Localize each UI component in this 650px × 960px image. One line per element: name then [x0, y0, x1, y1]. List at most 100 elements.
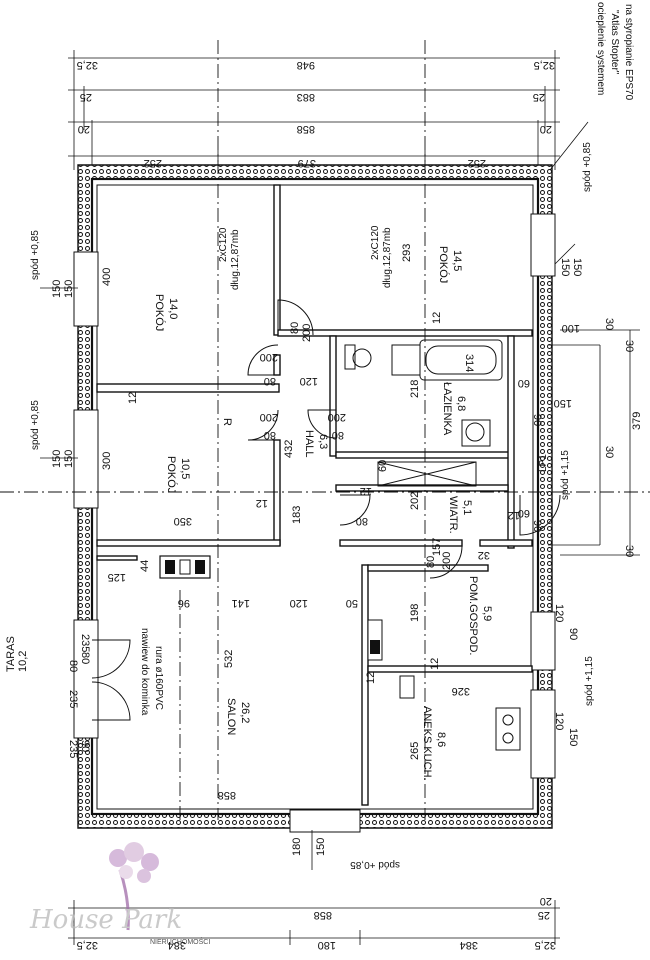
top-dimension-lines	[68, 50, 589, 171]
room-pokoj-1-name: POKÓJ	[153, 294, 166, 331]
dim-858: 858	[218, 789, 236, 801]
dim-bottom-corner-right: 32,5	[535, 939, 556, 951]
logo-sub: NIERUCHOMOŚCI	[150, 937, 210, 946]
dim-12g: 12	[365, 672, 377, 684]
dim-r: R	[221, 418, 233, 426]
right-d30b: 30	[623, 340, 635, 352]
dim-125: 125	[108, 571, 126, 583]
logo-brand: House Park	[29, 905, 182, 935]
room-taras-name: TARAS	[5, 636, 17, 672]
dim-edge-inner-left: 20	[78, 123, 90, 135]
dim-door-w: 180	[291, 838, 303, 856]
room-salon-area: 26,2	[239, 702, 251, 723]
dim-80a: 80	[289, 322, 301, 334]
right-d150: 150	[554, 397, 572, 409]
beam-labels: 2xC120 dług.12,87mb 2xC120 dług.12,87mb	[218, 225, 393, 290]
right-dims: spód +0,85 150 150 100 30 30 30 150 60 6…	[518, 142, 643, 747]
dim-96: 96	[178, 597, 190, 609]
dim-198: 198	[409, 604, 421, 622]
dim-432: 432	[283, 440, 295, 458]
house-park-logo: House Park NIERUCHOMOŚCI	[29, 842, 210, 946]
left-w-low-a: 235	[79, 634, 91, 652]
dim-edge-outer-left: 32,5	[77, 59, 98, 71]
right-lp: LP1	[538, 454, 549, 472]
dim-bottom-inner: 858	[314, 909, 332, 921]
dim-200d: 200	[328, 411, 346, 423]
left-dims: spód +0,85 150 150 spód +0,85 150 150 23…	[30, 230, 91, 759]
right-sill-mid: spód +1,15	[560, 450, 571, 500]
right-d60a: 60	[518, 377, 530, 389]
dim-edge-mid-right: 25	[533, 91, 545, 103]
right-d30d: 30	[603, 446, 615, 458]
dim-120a: 120	[300, 375, 318, 387]
right-w-top-b: 150	[571, 258, 583, 276]
dim-12a: 12	[127, 392, 139, 404]
left-w-low-d: 235	[67, 690, 79, 708]
dim-edge-inner-right: 20	[540, 123, 552, 135]
dim-12d: 12	[429, 658, 441, 670]
right-d30a: 30	[603, 318, 615, 330]
dim-532: 532	[223, 650, 235, 668]
note-line-2-wrap: "Atlas Stopter"	[609, 10, 620, 75]
chimney	[159, 555, 383, 661]
dim-200c: 200	[260, 411, 278, 423]
dim-326: 326	[452, 685, 470, 697]
insulation-note: ocieplenie systemem	[595, 2, 606, 95]
dim-seg-right: 252	[468, 157, 486, 169]
dim-120b: 120	[290, 597, 308, 609]
dim-12c: 12	[431, 312, 443, 324]
right-d100: 100	[562, 322, 580, 334]
dim-total-mid: 883	[297, 91, 315, 103]
room-lazienka-area: 6,8	[455, 396, 467, 411]
room-aneks-area: 8,6	[435, 732, 447, 747]
chimney-line-1: nawiew do kominka	[139, 628, 150, 716]
room-pomgosp-area: 5,9	[481, 606, 493, 621]
dim-80f: 80	[425, 556, 437, 568]
chimney-note: nawiew do kominka rura ø160PVC	[139, 628, 164, 716]
dim-total-inner: 858	[297, 123, 315, 135]
room-pokoj-3-area: 10,5	[179, 458, 191, 479]
axis-lines	[0, 40, 650, 820]
dim-202: 202	[409, 492, 421, 510]
dim-bottom-edge-right: 25	[538, 909, 550, 921]
dim-seg-mid: 379	[298, 157, 316, 169]
right-w-low-d: 150	[567, 728, 579, 746]
dim-80d: 80	[332, 429, 344, 441]
room-wiatr-name: WIATR.	[447, 496, 459, 534]
right-w-low-c: 120	[553, 712, 565, 730]
room-labels: POKÓJ 14,0 POKÓJ 14,5 POKÓJ 10,5 ŁAZIENK…	[5, 246, 493, 781]
left-sill-mid: spód +0,85	[30, 400, 41, 450]
inner-dims: 400 293 300 350 12 12 12 12 12 12 80 80 …	[101, 244, 520, 801]
left-w-low-e: 90	[79, 740, 91, 752]
note-line-3-wrap: na styropianie EPS70	[623, 4, 634, 101]
chimney-line-2: rura ø160PVC	[153, 646, 164, 710]
dim-350: 350	[174, 515, 192, 527]
dim-bottom-left: 384	[168, 939, 186, 951]
beam-2-length: dług.12,87mb	[382, 227, 393, 288]
room-lazienka-name: ŁAZIENKA	[441, 382, 453, 436]
room-pokoj-2-area: 14,5	[451, 250, 463, 271]
dim-80e: 80	[356, 515, 368, 527]
right-sill-low: spód +1,15	[584, 656, 595, 706]
room-pokoj-1-area: 14,0	[167, 298, 179, 319]
left-w-low-f: 235	[67, 740, 79, 758]
dim-door-h: 150	[315, 838, 327, 856]
note-line-3: na styropianie EPS70	[623, 4, 634, 101]
note-line-2: "Atlas Stopter"	[609, 10, 620, 75]
dim-32: 32	[478, 549, 490, 561]
room-hall-area: 6,3	[317, 434, 329, 449]
dim-bottom-right: 384	[460, 939, 478, 951]
right-d90a: 90	[531, 414, 543, 426]
room-taras-area: 10,2	[17, 651, 29, 672]
beam-2-type: 2xC120	[370, 225, 381, 260]
top-dims: 948 32,5 32,5 883 25 25 858 20 20 252 37…	[77, 59, 555, 169]
dim-200e: 200	[441, 552, 453, 570]
right-dimension-lines	[548, 243, 640, 556]
dim-157: 157	[431, 538, 443, 556]
room-pokoj-3-name: POKÓJ	[165, 456, 178, 493]
room-pokoj-2-name: POKÓJ	[437, 246, 450, 283]
interior-walls	[96, 184, 533, 806]
right-d30c: 30	[623, 545, 635, 557]
dim-12b: 12	[256, 497, 268, 509]
